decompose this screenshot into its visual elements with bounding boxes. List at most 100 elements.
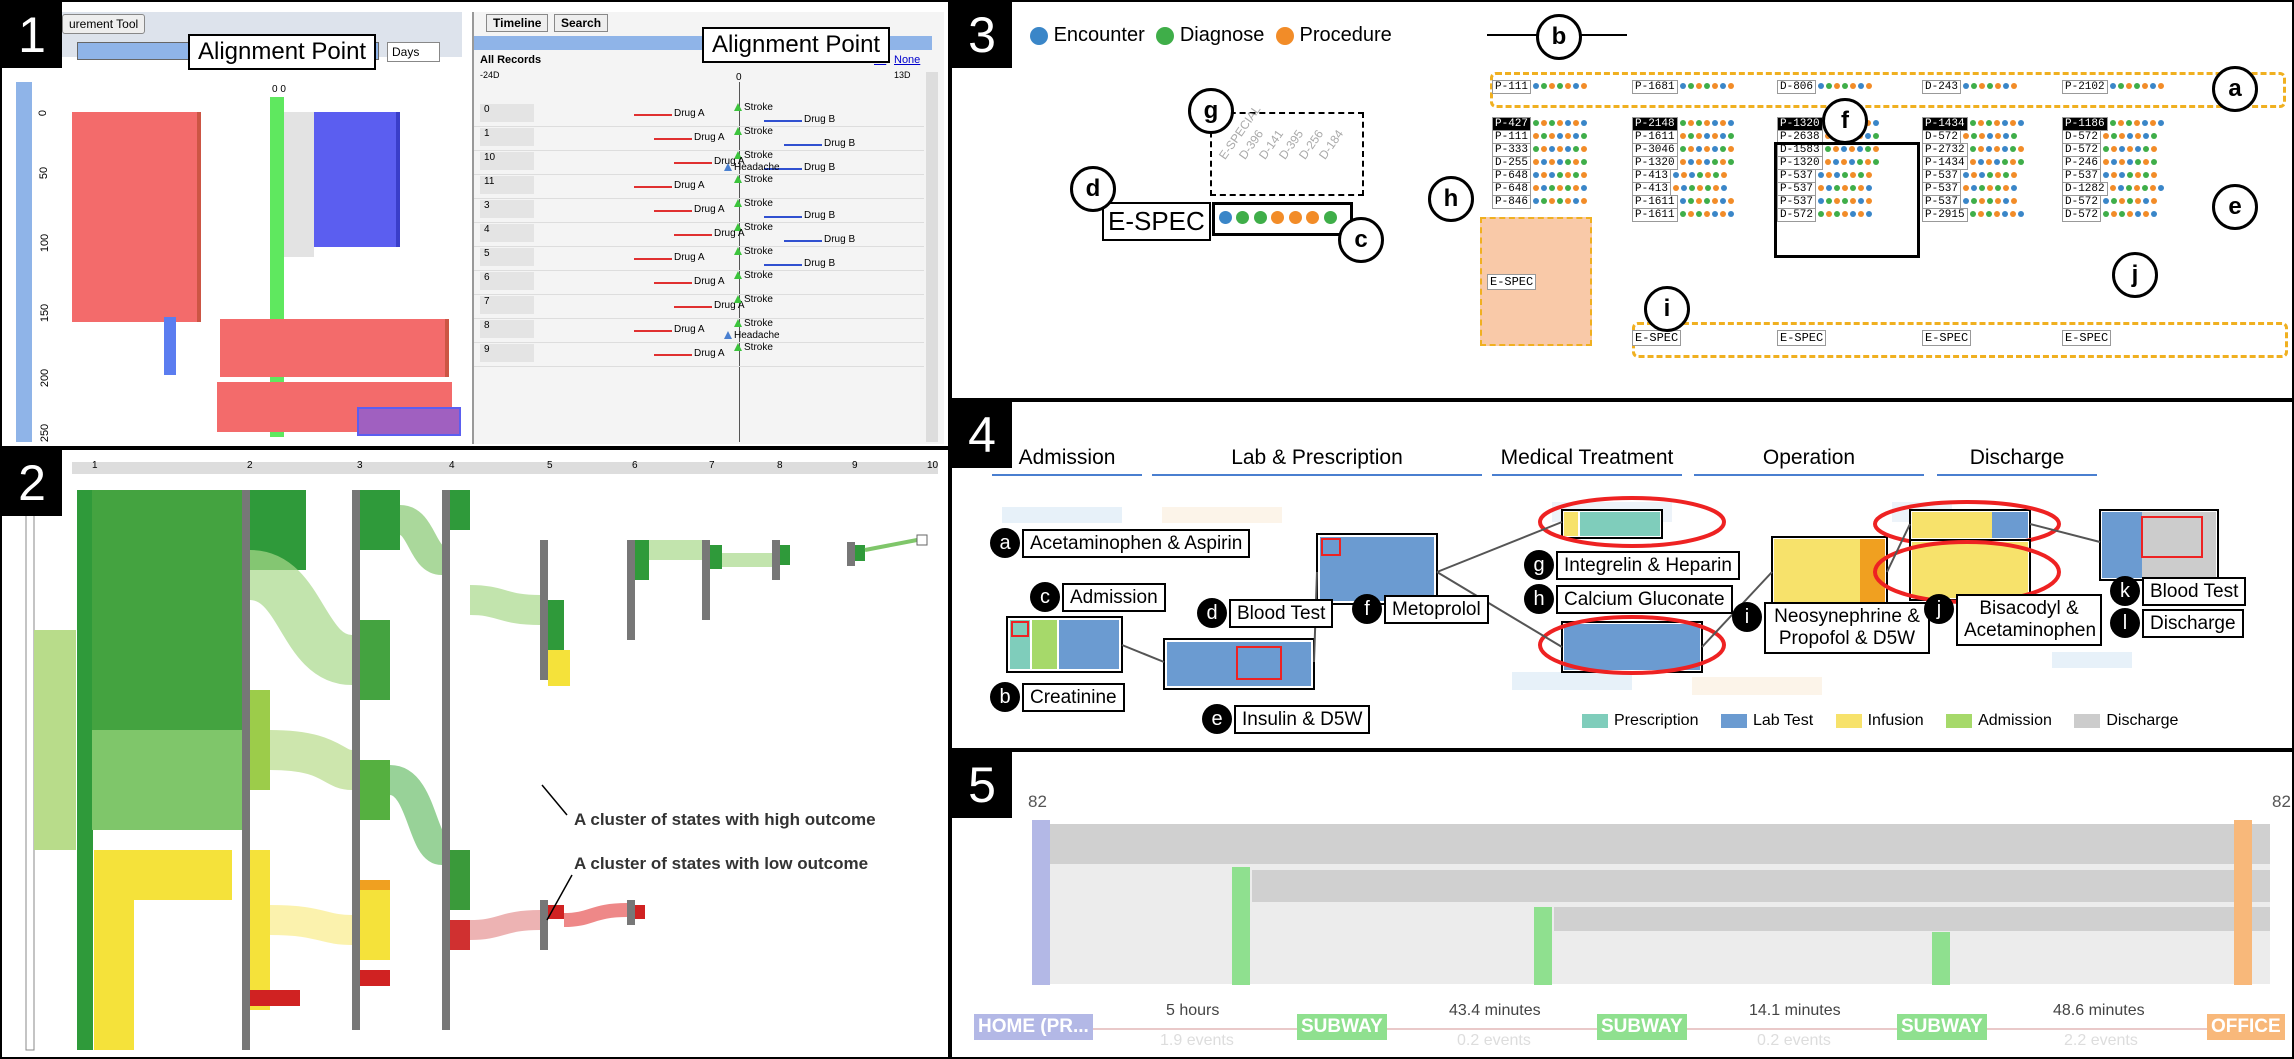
tree-node[interactable]: D-1282 — [2062, 178, 2192, 196]
tree-node[interactable]: P-846 — [1492, 191, 1622, 209]
tree-node[interactable]: P-537 — [1777, 165, 1907, 183]
tree-node[interactable]: P-1434 — [1922, 152, 2052, 170]
tree-node[interactable]: P-537 — [1922, 178, 2052, 196]
drug-a-interval[interactable] — [674, 306, 712, 308]
tree-node[interactable]: D-572 — [2062, 126, 2192, 144]
tree-node[interactable]: D-572 — [1777, 204, 1907, 222]
drug-a-interval[interactable] — [634, 186, 672, 188]
drug-a-interval[interactable] — [674, 162, 712, 164]
espec-dot-strip[interactable] — [1212, 202, 1353, 236]
espec-node-4[interactable]: E-SPEC — [1922, 330, 1972, 346]
espec-box[interactable]: E-SPEC — [1102, 202, 1211, 241]
tree-node[interactable]: P-2102 — [2062, 76, 2192, 94]
days-select[interactable]: Days — [387, 42, 441, 62]
tree-node[interactable]: P-2732 — [1922, 139, 2052, 157]
tree-node[interactable]: D-572 — [2062, 139, 2192, 157]
node-subway-3[interactable]: SUBWAY — [1897, 1014, 1987, 1040]
duration-4: 48.6 minutes — [2053, 1002, 2145, 1019]
tree-node[interactable]: P-2915 — [1922, 204, 2052, 222]
tree-node[interactable]: P-1434 — [1922, 113, 2052, 131]
events-3: 0.2 events — [1757, 1032, 1831, 1049]
espec-node-2[interactable]: E-SPEC — [1632, 330, 1682, 346]
tree-node[interactable]: D-806 — [1777, 76, 1907, 94]
drug-a-interval[interactable] — [634, 258, 672, 260]
legend-admission: Admission — [1946, 712, 2052, 729]
step-label: 2 — [247, 460, 253, 471]
tab-timeline[interactable]: Timeline — [486, 14, 549, 32]
tree-node[interactable]: P-1611 — [1632, 204, 1762, 222]
tree-node[interactable]: D-1583 — [1777, 139, 1907, 157]
tree-node[interactable]: D-572 — [2062, 204, 2192, 222]
drug-a-interval[interactable] — [654, 354, 692, 356]
tree-node[interactable]: P-333 — [1492, 139, 1622, 157]
tree-node[interactable]: D-572 — [1922, 126, 2052, 144]
tree-node[interactable]: P-427 — [1492, 113, 1622, 131]
node-subway-2[interactable]: SUBWAY — [1597, 1014, 1687, 1040]
tree-node[interactable]: P-537 — [1777, 191, 1907, 209]
tree-node[interactable]: D-255 — [1492, 152, 1622, 170]
espec-node-3[interactable]: E-SPEC — [1777, 330, 1827, 346]
tree-node-code: P-537 — [2062, 169, 2102, 183]
event-dot-icon — [2117, 185, 2124, 191]
tree-node[interactable]: P-537 — [1922, 191, 2052, 209]
tree-node[interactable]: P-246 — [2062, 152, 2192, 170]
tab-measurement-tool[interactable]: urement Tool — [62, 14, 146, 34]
node-subway-1[interactable]: SUBWAY — [1297, 1014, 1387, 1040]
espec-node-5[interactable]: E-SPEC — [2062, 330, 2112, 346]
drug-b-interval[interactable] — [764, 168, 802, 170]
node-home[interactable]: HOME (PR... — [974, 1014, 1093, 1040]
tree-node[interactable]: P-1611 — [1632, 191, 1762, 209]
drug-a-interval[interactable] — [654, 282, 692, 284]
drug-a-interval[interactable] — [634, 114, 672, 116]
tree-node[interactable]: P-1320 — [1777, 152, 1907, 170]
scrollbar[interactable] — [926, 72, 938, 442]
espec-node-left[interactable]: E-SPEC — [1487, 274, 1537, 290]
event-dot-icon — [1679, 120, 1686, 126]
tree-node[interactable]: P-1186 — [2062, 113, 2192, 131]
drug-a-interval[interactable] — [654, 210, 692, 212]
tree-node[interactable]: P-648 — [1492, 178, 1622, 196]
tree-node[interactable]: P-1681 — [1632, 76, 1762, 94]
tree-node[interactable]: P-537 — [2062, 165, 2192, 183]
tree-node[interactable]: P-537 — [1922, 165, 2052, 183]
tree-node[interactable]: P-2148 — [1632, 113, 1762, 131]
drug-b-interval[interactable] — [784, 144, 822, 146]
tree-node-code: D-572 — [2062, 208, 2102, 222]
tree-node[interactable]: P-413 — [1632, 178, 1762, 196]
drug-a-interval[interactable] — [674, 234, 712, 236]
tab-search[interactable]: Search — [554, 14, 609, 32]
tree-node[interactable]: P-648 — [1492, 165, 1622, 183]
tree-node[interactable]: P-111 — [1492, 126, 1622, 144]
tree-node[interactable]: P-1320 — [1632, 152, 1762, 170]
drug-a-interval[interactable] — [634, 330, 672, 332]
event-label: Stroke — [744, 126, 773, 137]
tree-node[interactable]: P-413 — [1632, 165, 1762, 183]
tree-node[interactable]: P-111 — [1492, 76, 1622, 94]
tree-node[interactable]: P-3046 — [1632, 139, 1762, 157]
event-dot-icon — [1679, 159, 1686, 165]
node-office[interactable]: OFFICE — [2207, 1014, 2285, 1040]
drug-b-interval[interactable] — [784, 240, 822, 242]
tree-node[interactable]: D-572 — [2062, 191, 2192, 209]
drug-b-interval[interactable] — [764, 264, 802, 266]
tree-node[interactable]: P-1611 — [1632, 126, 1762, 144]
tree-node[interactable]: D-243 — [1922, 76, 2052, 94]
drug-b-interval[interactable] — [764, 120, 802, 122]
select-none-link[interactable]: None — [894, 54, 921, 66]
drug-b-interval[interactable] — [764, 216, 802, 218]
event-dot-icon — [1834, 83, 1841, 89]
tree-node[interactable]: P-537 — [1777, 178, 1907, 196]
drug-a-interval[interactable] — [654, 138, 692, 140]
